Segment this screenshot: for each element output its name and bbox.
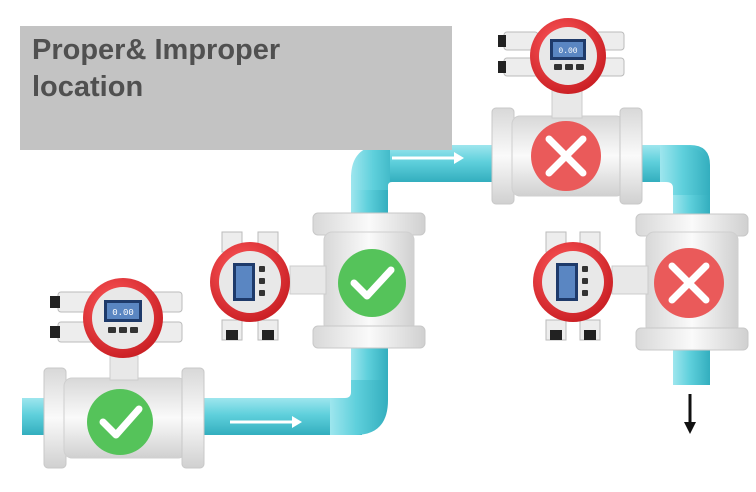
transmitter-head <box>210 231 290 341</box>
meter-3: 0.00 <box>491 18 643 205</box>
transmitter-head <box>533 231 613 341</box>
meter-display: 0.00 <box>558 47 577 56</box>
check-icon <box>338 249 406 317</box>
flange-bottom <box>312 325 426 349</box>
cross-icon <box>654 248 724 318</box>
meter-display: 0.00 <box>112 308 134 318</box>
flange-left <box>43 367 67 469</box>
check-icon <box>87 389 153 455</box>
arrow-down-icon <box>684 394 696 434</box>
flange-right <box>619 107 643 205</box>
meter-4 <box>533 213 749 351</box>
flow-arrows <box>230 152 696 434</box>
meter-1: 0.00 <box>43 278 205 469</box>
flange-bottom <box>635 327 749 351</box>
title-panel <box>20 26 452 150</box>
meter-2 <box>210 212 426 349</box>
transmitter-head: 0.00 <box>498 18 625 94</box>
arrow-right-icon <box>230 416 302 428</box>
transmitter-head: 0.00 <box>50 278 183 358</box>
flange-left <box>491 107 515 205</box>
page-title: Proper& Improper location <box>32 34 281 103</box>
flange-right <box>181 367 205 469</box>
cross-icon <box>531 121 601 191</box>
arrow-right-icon <box>392 152 464 164</box>
